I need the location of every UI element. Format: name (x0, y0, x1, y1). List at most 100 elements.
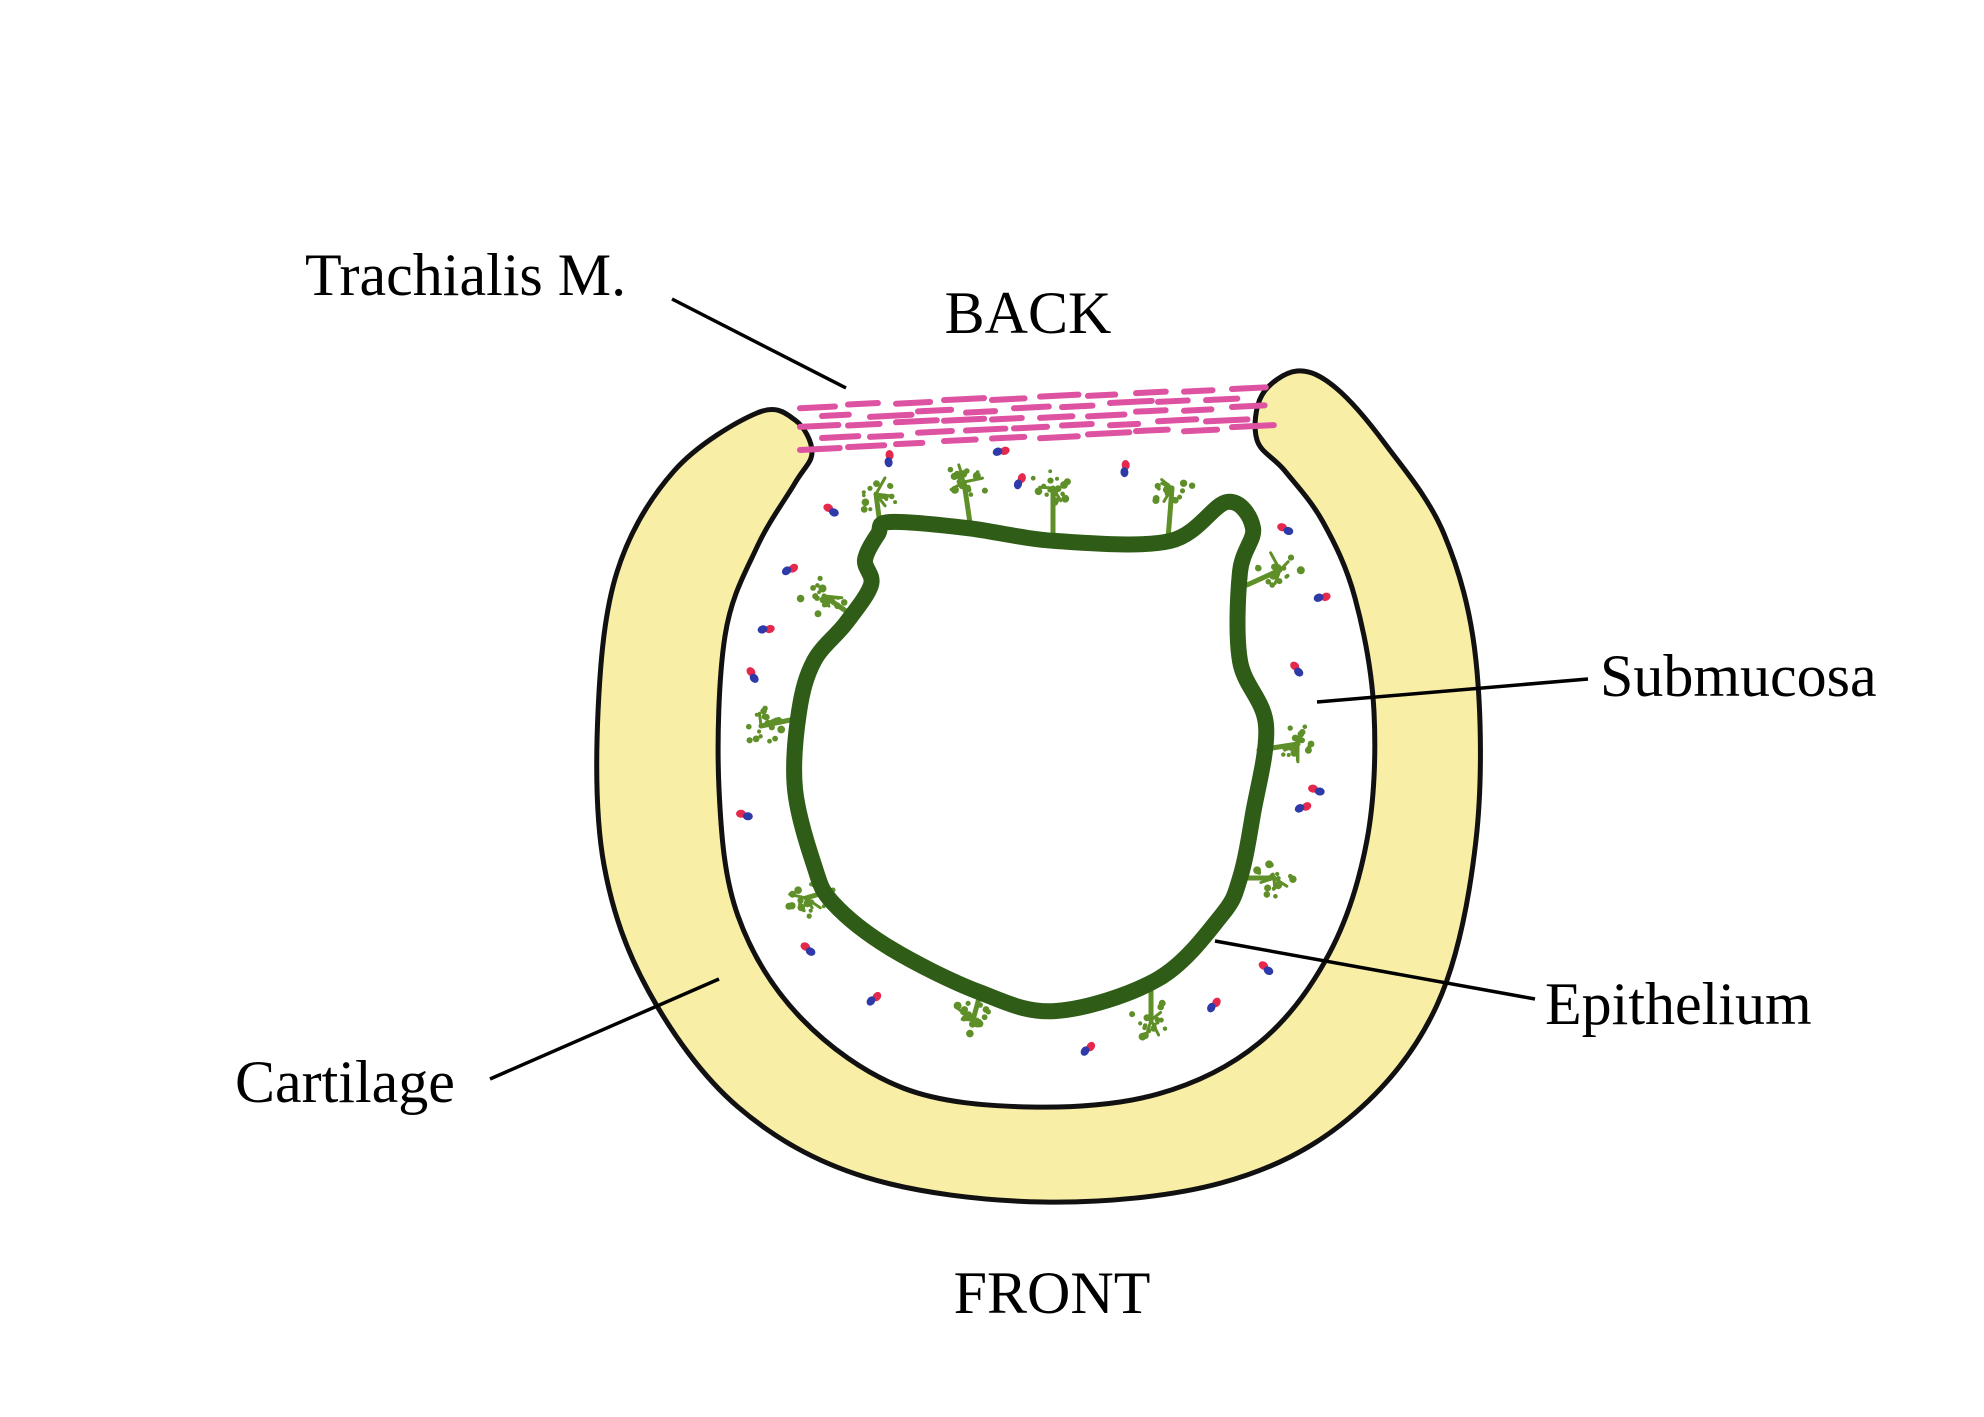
gland-acinus (1152, 497, 1160, 504)
gland-acinus (884, 497, 889, 501)
gland-acinus (834, 602, 841, 610)
trachealis-fiber (1011, 403, 1052, 412)
vessel (1294, 802, 1312, 813)
gland-acinus (1055, 476, 1059, 481)
vessel-blue (866, 996, 876, 1006)
gland-acinus (808, 908, 813, 913)
gland-acinus (981, 487, 988, 494)
vessel (800, 942, 816, 956)
gland-acinus (1129, 1011, 1136, 1018)
trachealis-fiber (845, 400, 881, 408)
gland-acinus (1047, 488, 1052, 493)
gland-acinus (1162, 1026, 1168, 1031)
trachealis-fiber (941, 415, 988, 424)
trachealis-fiber (1133, 426, 1171, 435)
gland-acinus (746, 723, 752, 730)
gland-acinus (1138, 1021, 1143, 1026)
trachealis-fiber (989, 433, 1028, 442)
gland-acinus (1281, 752, 1286, 757)
gland-acinus (862, 493, 866, 498)
gland-acinus (893, 500, 898, 505)
trachealis-fiber (1037, 433, 1081, 442)
submucosa-vessels (736, 446, 1331, 1056)
vessel-blue (742, 812, 753, 821)
gland-acinus (767, 738, 772, 744)
gland-acinus (1157, 487, 1161, 491)
vessel (1308, 784, 1325, 796)
gland-branch (758, 711, 763, 728)
gland-acinus (873, 480, 880, 487)
epithelium-leader-line (1214, 939, 1536, 1001)
gland-acinus (1030, 475, 1036, 481)
trachealis-fiber (845, 420, 883, 429)
gland-acinus (1276, 876, 1281, 881)
front-label: FRONT (954, 1260, 1151, 1326)
cartilage-ring (594, 368, 1483, 1205)
gland-acinus (810, 585, 816, 591)
epithelium-lining (786, 493, 1275, 1020)
gland-acinus (1061, 494, 1070, 503)
gland-acinus (950, 472, 958, 480)
vessel-blue (1283, 526, 1294, 536)
trachealis-fiber (1059, 421, 1095, 429)
gland-acinus (982, 1006, 990, 1013)
gland-acinus (947, 466, 954, 473)
gland-acinus (1158, 1017, 1164, 1023)
gland (1152, 478, 1196, 542)
trachealis-fiber (1229, 384, 1269, 393)
gland-acinus (1041, 483, 1047, 489)
trachealis-fiber (867, 411, 915, 420)
gland-acinus (1265, 860, 1273, 869)
trachealis-fiber (1181, 406, 1215, 414)
trachialis-label: Trachialis M. (305, 242, 626, 308)
trachealis-fiber (1181, 426, 1221, 435)
gland-acinus (867, 485, 873, 491)
gland-acinus (1155, 1020, 1160, 1025)
gland-acinus (1157, 1003, 1164, 1011)
gland-acinus (806, 900, 813, 907)
gland (1030, 469, 1071, 542)
gland-acinus (754, 712, 759, 717)
vessel (757, 624, 775, 634)
vessel-blue (781, 566, 792, 576)
trachealis-fiber (1133, 407, 1169, 415)
vessel (823, 503, 839, 517)
vessel (1277, 523, 1294, 536)
gland-acinus (956, 479, 962, 485)
gland-acinus (758, 734, 763, 739)
trachealis-fiber (893, 439, 926, 448)
epithelium-layer (786, 493, 1275, 1020)
gland-acinus (1274, 881, 1283, 890)
gland-acinus (861, 498, 870, 507)
trachealis-fiber (893, 398, 934, 407)
gland-acinus (1281, 565, 1287, 571)
gland-acinus (1287, 725, 1293, 731)
gland-acinus (1177, 494, 1183, 500)
gland-acinus (861, 490, 866, 495)
gland-acinus (1282, 746, 1286, 750)
gland-acinus (880, 494, 886, 500)
gland-acinus (1179, 488, 1186, 494)
gland (953, 995, 991, 1038)
gland-acinus (1188, 482, 1196, 489)
vessel-blue (1120, 467, 1129, 478)
gland-acinus (1284, 574, 1289, 579)
vessel-blue (829, 508, 839, 517)
vessel-blue (1313, 593, 1324, 602)
gland-branch (1149, 1010, 1163, 1022)
cartilage-label: Cartilage (235, 1049, 455, 1115)
trachealis-fiber (915, 427, 955, 436)
gland-acinus (959, 470, 968, 478)
trachealis-fiber (867, 432, 905, 440)
gland-acinus (1051, 489, 1058, 497)
gland-acinus (762, 705, 768, 711)
vessel-blue (992, 447, 1003, 456)
gland-acinus (1265, 578, 1272, 585)
cartilage-leader-line (489, 977, 720, 1081)
vessel-red (1301, 802, 1312, 811)
gland-acinus (965, 1000, 971, 1006)
vessel (1313, 592, 1331, 602)
gland-acinus (1164, 486, 1168, 491)
gland-acinus (840, 599, 848, 606)
trachealis-fiber (1229, 402, 1268, 411)
